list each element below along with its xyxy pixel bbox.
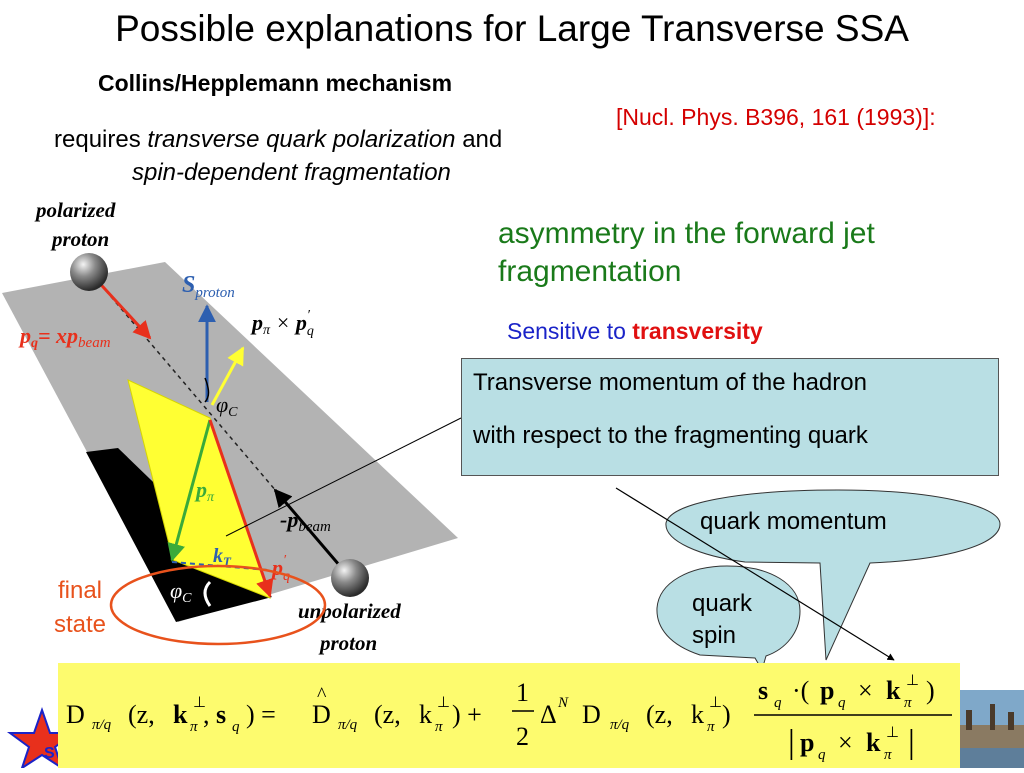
s-proton-label: Sproton	[182, 272, 235, 301]
formula-one: 1	[516, 678, 529, 707]
formula-z-3: (z,	[646, 700, 673, 729]
pq-arrow	[91, 274, 152, 340]
formula-k-1: k	[173, 700, 188, 729]
p-pi-arrow	[167, 419, 212, 562]
formula-num-k: k	[886, 676, 901, 705]
formula-Dhat: D	[312, 700, 331, 729]
formula-s-1: s	[216, 700, 226, 729]
formula-pi-2: π	[435, 719, 443, 735]
minus-pbeam-arrow	[273, 488, 342, 567]
final-state-label: final state	[40, 574, 120, 642]
p-pi-label: pπ	[194, 477, 215, 505]
final-state-ellipse	[109, 564, 327, 646]
slide-title: Possible explanations for Large Transver…	[115, 8, 909, 49]
formula-num-pi: π	[904, 695, 912, 711]
formula-perp-3: ⊥	[709, 695, 722, 711]
formula-close-eq: ) =	[246, 700, 276, 729]
requires-prefix: requires	[54, 126, 148, 153]
callout-line-2: with respect to the fragmenting quark	[473, 422, 868, 449]
formula-sub-2: π/q	[338, 717, 358, 733]
formula-close: )	[722, 700, 731, 729]
yellow-plane	[127, 379, 271, 599]
quark-momentum-text: quark momentum	[700, 508, 887, 535]
formula-perp-2: ⊥	[437, 695, 450, 711]
callout-box: Transverse momentum of the hadron with r…	[461, 358, 999, 476]
formula-num-perp: ⊥	[906, 673, 919, 689]
pq-label: pq= xpbeam	[18, 323, 111, 351]
cross-product-label: pπ × pq′	[250, 308, 314, 339]
formula-delta: Δ	[540, 700, 557, 729]
proton-label-1: proton	[50, 227, 109, 251]
formula-num-s: s	[758, 676, 768, 705]
formula-num-q1: q	[774, 695, 782, 711]
requires-line: requires transverse quark polarization a…	[54, 126, 502, 154]
formula-perp-1: ⊥	[193, 695, 206, 711]
formula-pi-3: π	[707, 719, 715, 735]
formula-den-pi: π	[884, 747, 892, 763]
formula-box: D π/q (z, k ⊥ π , s q ) = D ^ π/q (z, k …	[58, 663, 960, 768]
requires-line-2: spin-dependent fragmentation	[132, 159, 451, 186]
polarized-proton-ball	[70, 253, 108, 291]
formula-num-dot: ·(	[792, 676, 809, 705]
phi-c-top-label: φC	[216, 392, 238, 420]
kt-label: kT	[213, 545, 232, 569]
minus-pbeam-label: -pbeam	[280, 507, 331, 535]
cross-product-arrow	[210, 346, 245, 406]
formula-z-1: (z,	[128, 700, 155, 729]
callout-pointer-line	[225, 417, 462, 537]
final-state-line-2: state	[53, 611, 107, 638]
formula-num-q2: q	[838, 695, 846, 711]
quark-spin-bubble	[656, 565, 801, 672]
formula-hat: ^	[317, 684, 327, 706]
sensitive-text: Sensitive to transversity	[507, 318, 763, 345]
formula-den-times: ×	[838, 728, 853, 757]
formula-comma: ,	[203, 700, 210, 729]
unpolarized-proton-ball	[331, 559, 369, 597]
formula-den-p: p	[800, 728, 814, 757]
formula-N: N	[557, 695, 569, 711]
formula-bar-right: |	[908, 724, 915, 761]
formula-sub-3: π/q	[610, 717, 630, 733]
formula-k-3: k	[691, 700, 704, 729]
quark-spin-line-2: spin	[692, 622, 737, 649]
quark-momentum-bubble	[665, 489, 1001, 661]
formula-close-plus: ) +	[452, 700, 482, 729]
reference-citation: [Nucl. Phys. B396, 161 (1993)]:	[616, 104, 936, 130]
unpolarized-label: unpolarized	[298, 599, 401, 623]
formula-pi-1: π	[190, 719, 198, 735]
formula-den-k: k	[866, 728, 881, 757]
formula-bar-left: |	[788, 724, 795, 761]
formula-den-perp: ⊥	[886, 725, 899, 741]
quark-spin-line-1: quark	[692, 590, 753, 617]
requires-mid: and	[455, 126, 503, 153]
phi-c-bottom-label: φC	[170, 578, 192, 606]
callout-line-1: Transverse momentum of the hadron	[473, 369, 867, 396]
formula-D: D	[66, 700, 85, 729]
star-logo-letter: S	[44, 745, 55, 762]
formula-num-p: p	[820, 676, 834, 705]
formula-k-2: k	[419, 700, 432, 729]
formula-z-2: (z,	[374, 700, 401, 729]
formula-D-2: D	[582, 700, 601, 729]
long-pointer-arrow	[615, 487, 895, 661]
transversity-word: transversity	[632, 318, 763, 344]
proton-label-2: proton	[318, 631, 377, 655]
formula-num-times: ×	[858, 676, 873, 705]
formula-sub-1: π/q	[92, 717, 112, 733]
sensitive-prefix: Sensitive to	[507, 318, 633, 344]
formula-num-close: )	[926, 676, 935, 705]
formula-den-q: q	[818, 747, 826, 763]
mechanism-subtitle: Collins/Hepplemann mechanism	[98, 70, 453, 96]
final-state-line-1: final	[57, 577, 103, 604]
requires-italic-1: transverse quark polarization	[147, 126, 456, 153]
gray-plane	[2, 262, 458, 622]
formula-q-1: q	[232, 719, 240, 735]
formula-svg: D π/q (z, k ⊥ π , s q ) = D ^ π/q (z, k …	[66, 673, 952, 763]
quark-spin-text: quark spin	[692, 588, 752, 652]
formula-two: 2	[516, 722, 529, 751]
pq-prime-arrow	[208, 419, 274, 598]
asymmetry-text: asymmetry in the forward jet fragmentati…	[498, 217, 875, 288]
polarized-label: polarized	[34, 198, 116, 222]
